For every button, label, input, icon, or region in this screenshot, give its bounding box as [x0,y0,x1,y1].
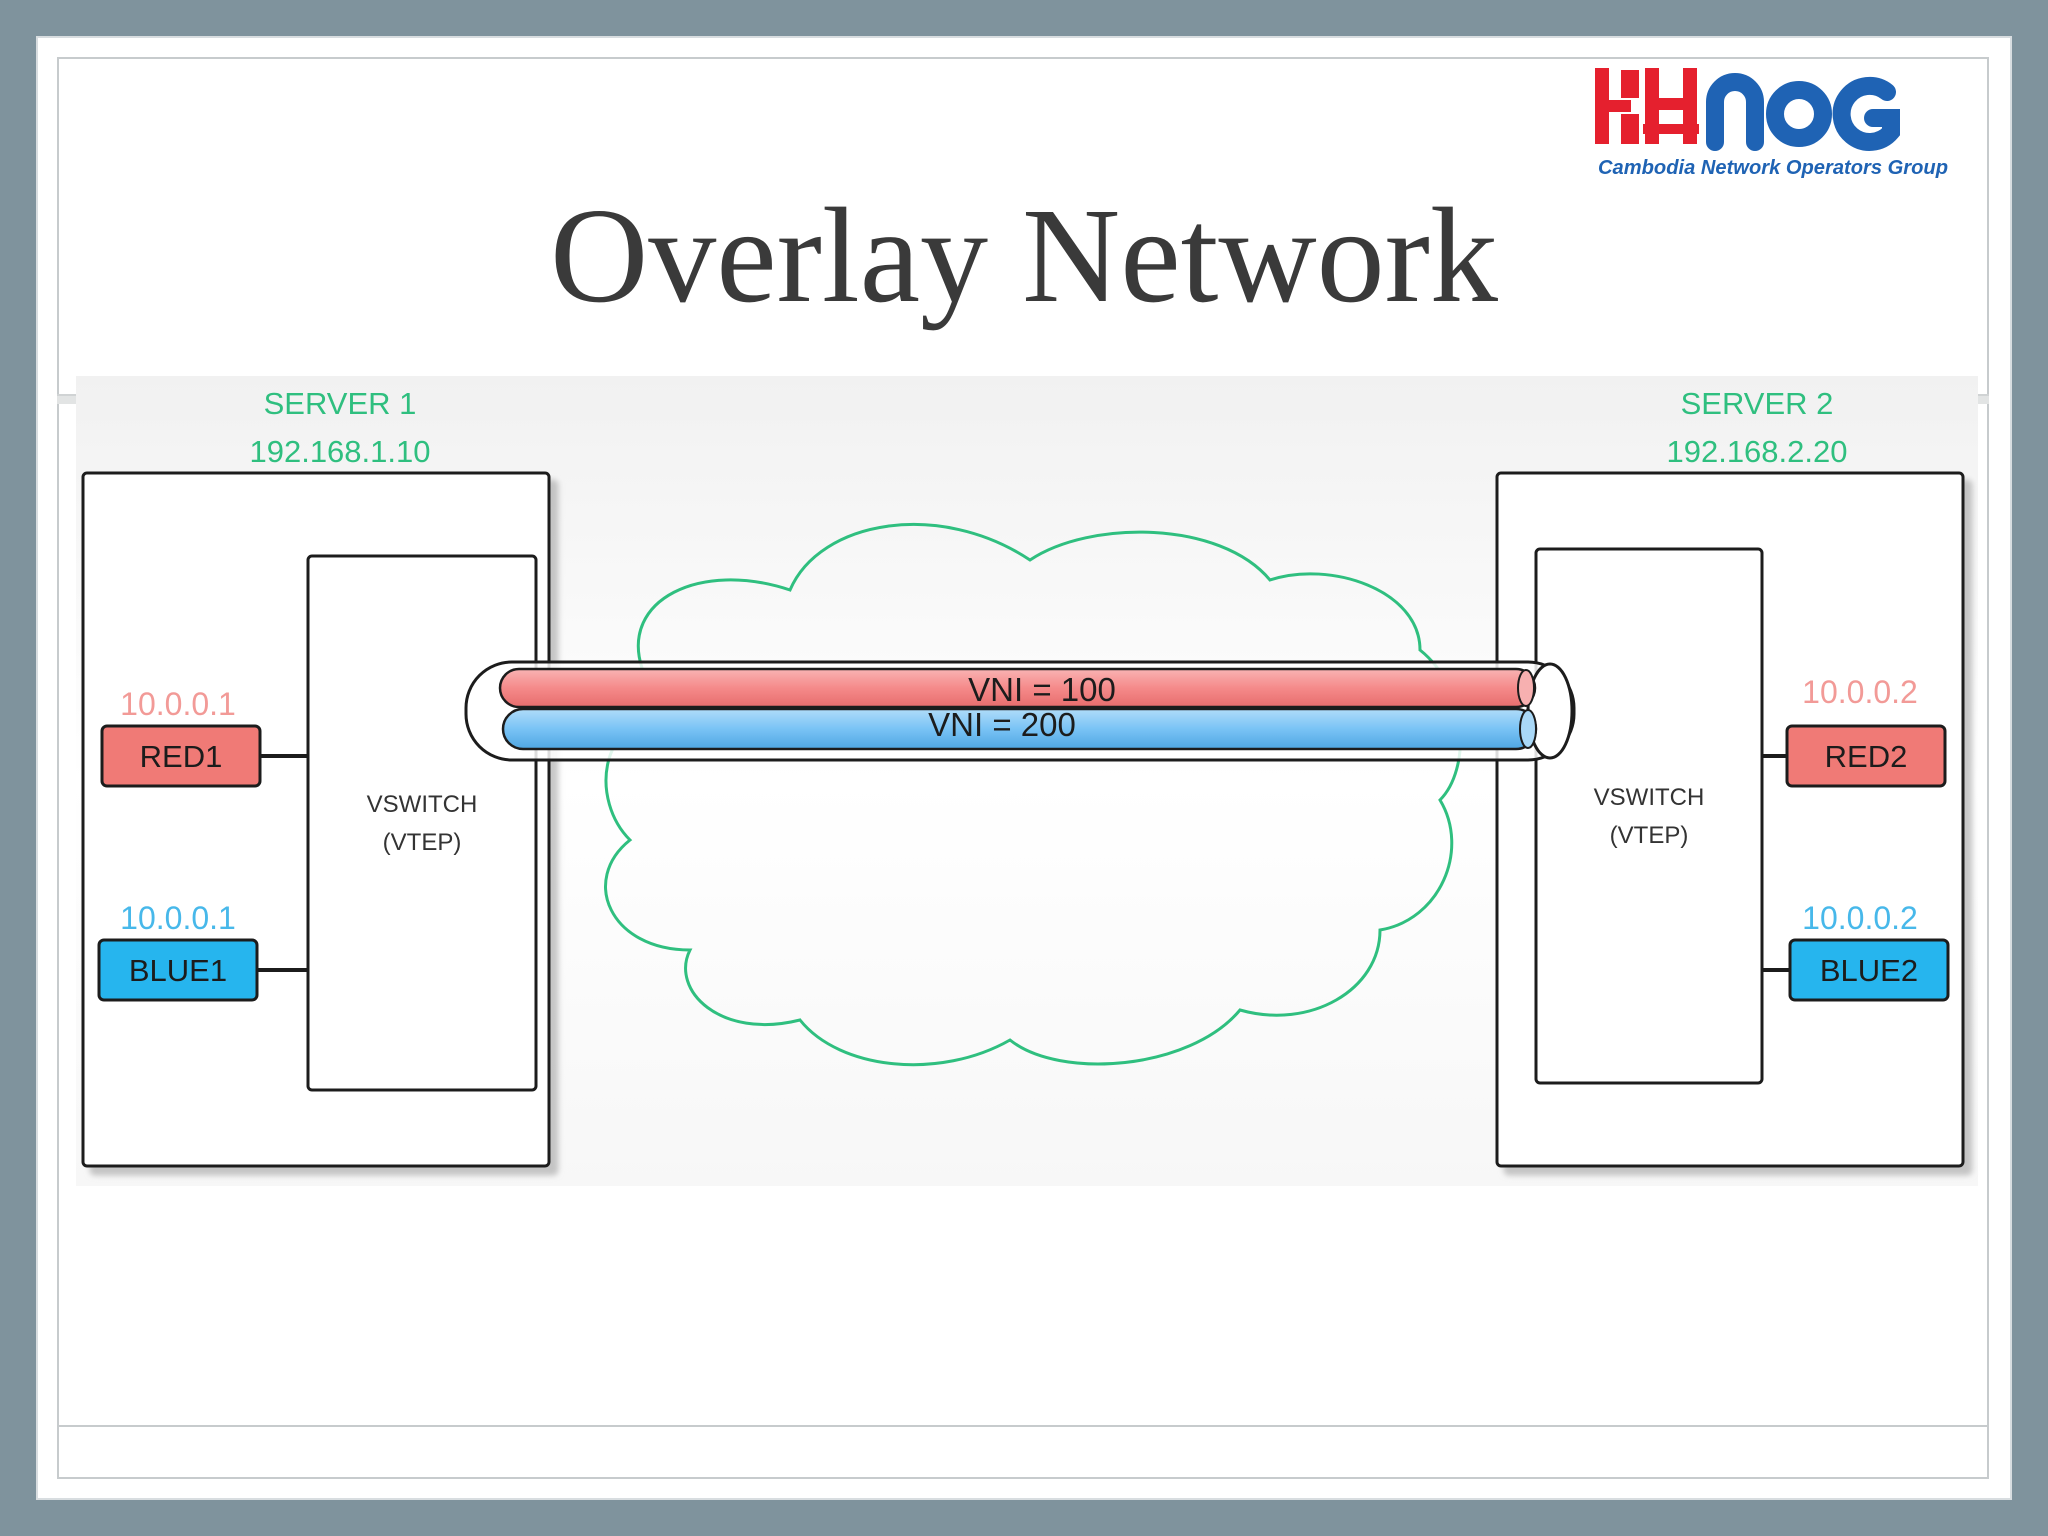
footer-divider [57,1425,1989,1427]
cloud-shape [604,523,1462,1067]
red1-label: RED1 [140,739,223,774]
vni-200-label: VNI = 200 [928,706,1076,743]
blue1-ip: 10.0.0.1 [120,900,236,936]
server-1-vswitch-box [306,554,538,1092]
logo-nog-mark [1706,73,1900,151]
server-1-vswitch-label: VSWITCH [367,791,478,818]
logo-kh-mark [1595,68,1699,144]
tunnel-outer-end [1526,662,1574,760]
server-2-ip: 192.168.2.20 [1666,434,1847,469]
vni-100-label: VNI = 100 [968,671,1116,708]
blue1-label: BLUE1 [129,953,227,988]
server-2-name: SERVER 2 [1681,386,1834,421]
slide-frame [57,57,1989,1479]
slide-title: Overlay Network [550,181,1498,331]
server-1-name: SERVER 1 [264,386,417,421]
blue2-label: BLUE2 [1820,953,1918,988]
red1-ip: 10.0.0.1 [120,686,236,722]
blue2-ip: 10.0.0.2 [1802,900,1918,936]
server-1-ip: 192.168.1.10 [249,434,430,469]
logo-tagline: Cambodia Network Operators Group [1598,157,1948,179]
server-1-vtep-label: (VTEP) [383,829,462,856]
server-1: SERVER 1 192.168.1.10 VSWITCH (VTEP) 10.… [81,386,551,1168]
server-2-vswitch-box [1534,547,1764,1085]
server-2: SERVER 2 192.168.2.20 VSWITCH (VTEP) 10.… [1495,386,1965,1168]
vni-100-tube-end [1517,669,1535,707]
vni-200-tube-end [1519,709,1537,749]
server-2-vtep-label: (VTEP) [1610,822,1689,849]
server-2-vswitch-label: VSWITCH [1594,784,1705,811]
khnog-logo: Cambodia Network Operators Group [1595,68,1948,179]
vxlan-tunnel: VNI = 100 VNI = 200 [464,660,1576,762]
red2-ip: 10.0.0.2 [1802,674,1918,710]
red2-label: RED2 [1825,739,1908,774]
